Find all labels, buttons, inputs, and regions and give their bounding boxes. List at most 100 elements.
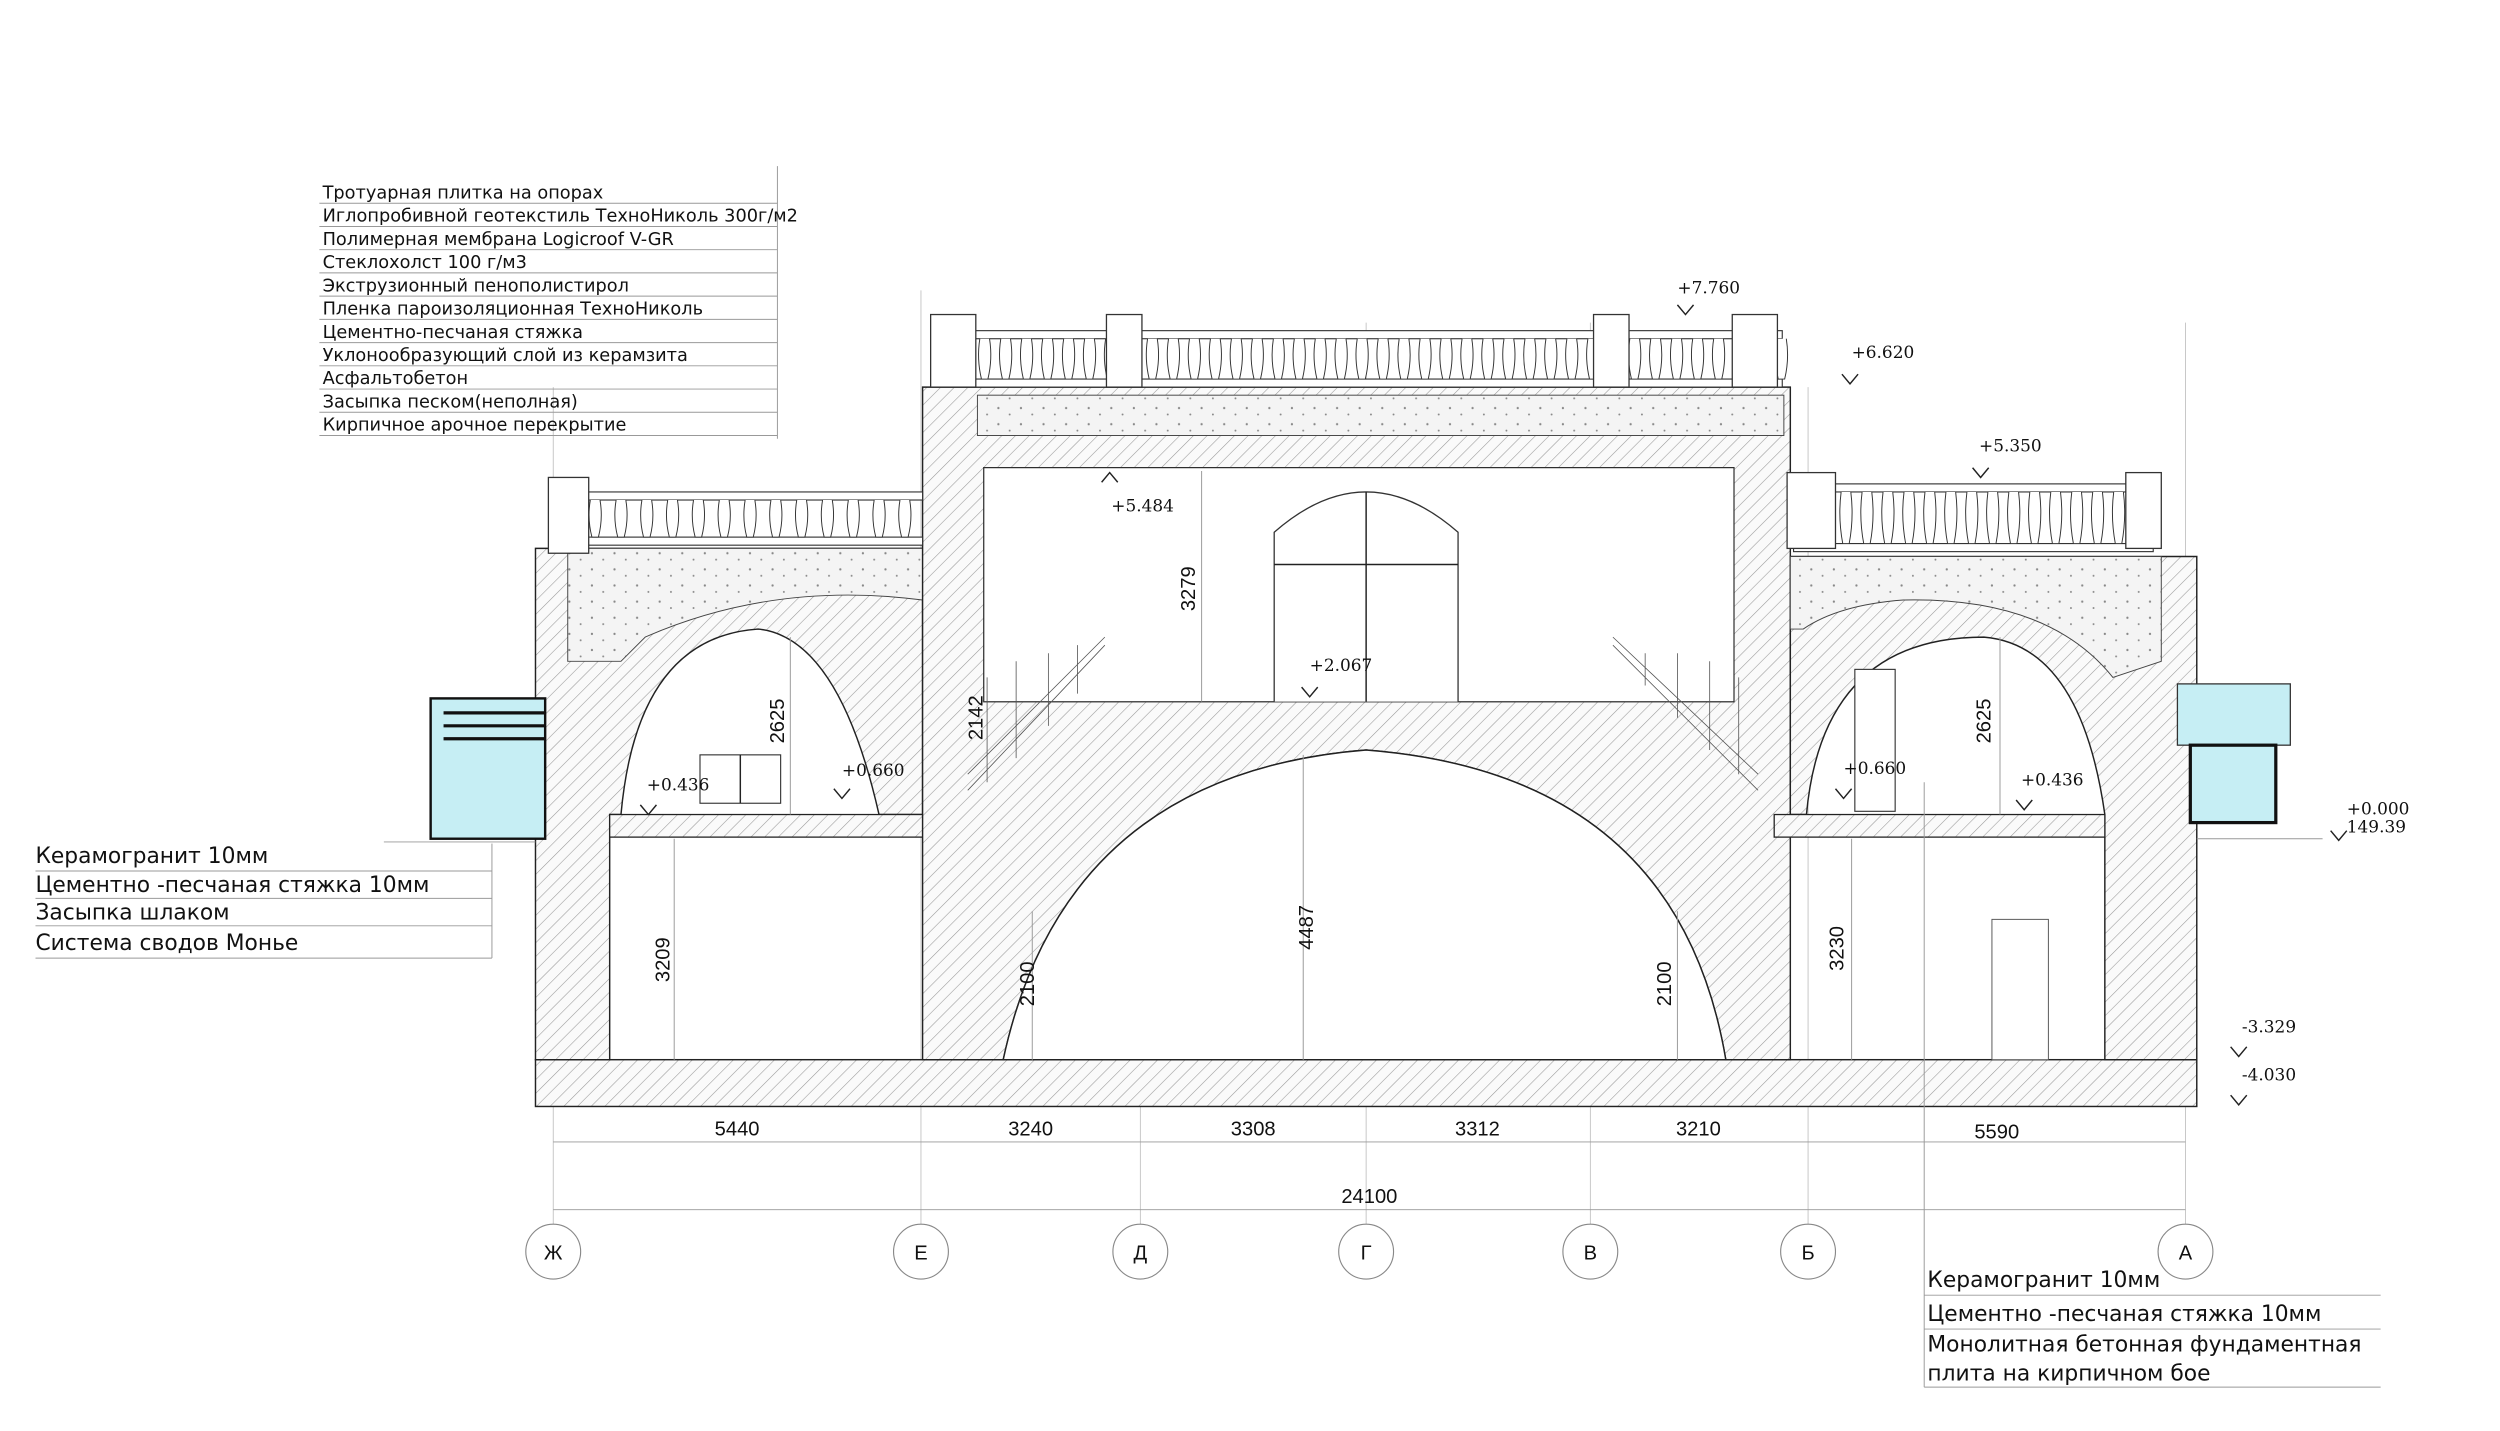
baluster [2090, 491, 2105, 545]
balustrades [547, 313, 2162, 554]
axis-label: Б [1801, 1243, 1814, 1265]
legend-item: Кирпичное арочное перекрытие [323, 416, 627, 436]
baluster [1944, 491, 1958, 545]
roof-layers-legend: Тротуарная плитка на опорахИглопробивной… [319, 166, 798, 439]
dim-label: 3230 [1827, 926, 1849, 971]
elevation-arrow-icon [1841, 373, 1859, 386]
baluster [1020, 338, 1034, 380]
baluster [872, 499, 886, 538]
baluster [898, 499, 912, 538]
baluster [1376, 338, 1390, 380]
legend-item: Уклонообразующий слой из керамзита [323, 346, 688, 366]
elevation-label: -4.030 [2242, 1065, 2296, 1085]
dim-label: 3240 [1008, 1119, 1053, 1141]
baluster [1628, 338, 1642, 380]
baluster [1860, 491, 1874, 545]
total-dim-label: 24100 [1341, 1186, 1397, 1208]
legend-item: Монолитная бетонная фундаментная [1927, 1333, 2361, 1358]
axis-marker: А [2157, 1223, 2214, 1280]
legend-item: Пленка пароизоляционная ТехноНиколь [323, 300, 703, 320]
floor-legend-right: Керамогранит 10мм Цементно -песчаная стя… [1923, 782, 2381, 1388]
dim-label: 5440 [715, 1119, 760, 1141]
legend-item: Асфальтобетон [323, 369, 469, 389]
axis-label: Е [914, 1243, 927, 1265]
pier [1592, 313, 1630, 388]
elevation-label: +6.620 [1852, 342, 1915, 362]
baluster [1418, 338, 1432, 380]
dim-label: 2100 [1017, 961, 1039, 1006]
baluster [1711, 338, 1726, 380]
elevation-marks [639, 304, 2348, 1106]
baluster [1355, 338, 1369, 380]
baluster [588, 499, 602, 538]
elevation-label: -3.329 [2242, 1016, 2296, 1036]
baluster [691, 499, 705, 538]
elevation-arrow-icon [1101, 471, 1119, 483]
elevation-label: +0.660 [1844, 758, 1907, 778]
left-wing [534, 547, 945, 1061]
legend-item: Засыпка шлаком [35, 900, 229, 925]
balustrade-rail [555, 491, 924, 501]
baluster [717, 499, 731, 538]
dim-label: 3312 [1455, 1119, 1500, 1141]
dim-label: 3279 [1178, 566, 1200, 611]
elevation-arrow-icon [1972, 467, 1990, 479]
balustrade-base [555, 536, 924, 546]
baluster [1082, 338, 1097, 380]
axis-marker: Е [892, 1223, 949, 1280]
baluster [1292, 338, 1306, 380]
axis-label: Г [1361, 1243, 1372, 1265]
axis-marker: Г [1338, 1223, 1395, 1280]
legend-item: Цементно -песчаная стяжка 10мм [35, 873, 429, 898]
legend-item: Стеклохолст 100 г/м3 [323, 253, 527, 273]
dim-label: 3209 [652, 937, 674, 982]
central-block [921, 386, 1792, 1061]
right-wing [1773, 555, 2198, 1061]
baluster [1670, 338, 1684, 380]
dim-label: 2142 [965, 695, 987, 740]
baluster [743, 499, 757, 538]
baluster [1923, 491, 1937, 545]
baluster [1690, 338, 1705, 380]
baluster [1229, 338, 1243, 380]
axis-marker: Ж [525, 1223, 582, 1280]
baluster [1902, 491, 1916, 545]
elevation-arrow-icon [2230, 1046, 2248, 1058]
baluster [1061, 338, 1076, 380]
dim-label: 2625 [767, 699, 789, 744]
horizontal-dimensions: 5440 3240 3308 3312 3210 5590 24100 [553, 1119, 2186, 1211]
dim-label: 3210 [1676, 1119, 1721, 1141]
balustrade-rail [1792, 483, 2154, 493]
baluster [1334, 338, 1348, 380]
baluster [614, 499, 628, 538]
baluster [1565, 338, 1579, 380]
baluster [1965, 491, 1979, 545]
baluster [769, 499, 783, 538]
legend-item: Керамогранит 10мм [35, 844, 268, 869]
baluster [1460, 338, 1474, 380]
elevation-arrow-icon [1834, 788, 1853, 800]
right-stair [1612, 636, 1759, 791]
baluster [795, 499, 809, 538]
left-stair [967, 636, 1106, 791]
baluster [1544, 338, 1558, 380]
axis-label: Ж [544, 1243, 563, 1265]
baluster [820, 499, 835, 538]
baluster [640, 499, 654, 538]
elevation-arrow-icon [1676, 304, 1695, 316]
axis-marker: Б [1780, 1223, 1837, 1280]
baluster [1397, 338, 1411, 380]
elevation-label: +0.660 [842, 760, 905, 780]
baluster [1166, 338, 1180, 380]
baluster [1881, 491, 1895, 545]
left-glass-canopy [383, 697, 547, 843]
baluster [1313, 338, 1327, 380]
dim-label: 2625 [1973, 699, 1995, 744]
elevation-arrow-icon [2330, 830, 2348, 842]
baluster [1439, 338, 1453, 380]
elevation-label: +0.436 [2021, 770, 2084, 790]
baluster [1839, 491, 1853, 545]
baluster [999, 338, 1013, 380]
foundation-slab [534, 1058, 2198, 1108]
dim-label: 5590 [1974, 1122, 2019, 1144]
